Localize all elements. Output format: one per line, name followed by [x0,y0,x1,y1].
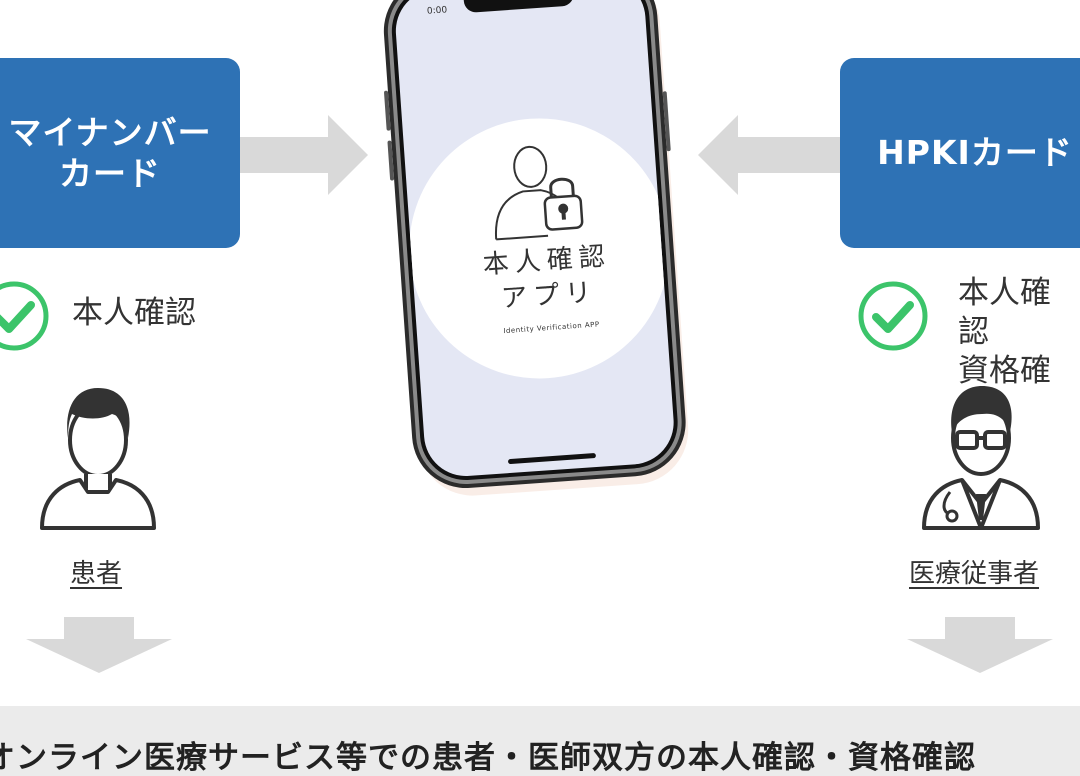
my-number-card: マイナンバー カード [0,58,240,248]
patient-label: 患者 [70,559,123,589]
arrow-down-icon [907,617,1053,673]
arrow-right-icon [240,115,368,195]
hpki-card: HPKIカード [840,58,1080,248]
person-with-lock-icon [495,145,584,241]
hpki-card-label: HPKIカード [877,133,1073,173]
bottom-caption-band: オンライン医療サービス等での患者・医師双方の本人確認・資格確認 [0,706,1080,776]
bottom-caption: オンライン医療サービス等での患者・医師双方の本人確認・資格確認 [0,740,976,776]
smartphone: 0:00 本人確認 アプリ Identity Verification APP [380,0,710,500]
check-circle-icon [0,281,49,351]
app-screen-content: 本人確認 アプリ Identity Verification APP [434,133,657,337]
doctor-avatar-icon [922,386,1040,530]
medical-staff-label: 医療従事者 [909,559,1040,589]
app-title: 本人確認 アプリ [441,237,655,322]
check-circle-icon [858,281,928,351]
lock-icon [543,177,584,231]
patient-avatar-icon [40,388,156,530]
arrow-left-icon [698,115,840,195]
left-verification-text: 本人確認 [72,295,196,331]
arrow-down-icon [26,617,172,673]
my-number-card-label: マイナンバー カード [8,112,212,193]
status-time: 0:00 [426,5,448,17]
